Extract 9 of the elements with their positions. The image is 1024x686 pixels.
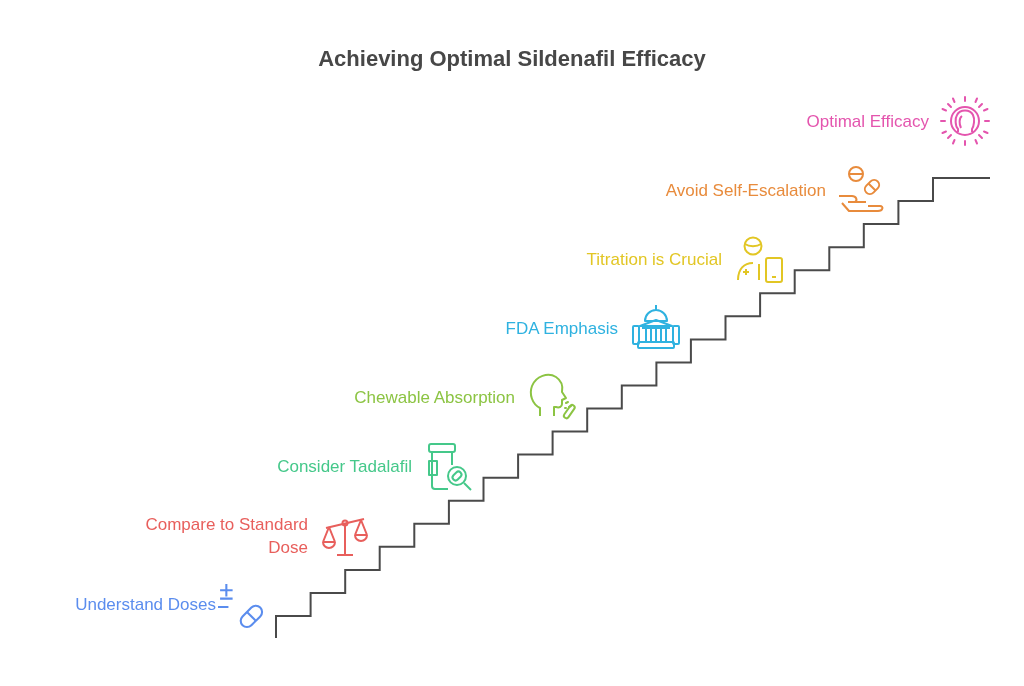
step-label: Titration is Crucial (586, 248, 722, 271)
step-label: Chewable Absorption (354, 386, 515, 409)
step-label: Optimal Efficacy (806, 110, 929, 133)
step-label: Compare to Standard Dose (144, 514, 308, 559)
step-label: Consider Tadalafil (277, 455, 412, 478)
step-label: Understand Doses (75, 593, 216, 616)
diagram-title: Achieving Optimal Sildenafil Efficacy (318, 46, 706, 72)
step-label: FDA Emphasis (505, 317, 618, 340)
step-label: Avoid Self-Escalation (665, 179, 826, 202)
